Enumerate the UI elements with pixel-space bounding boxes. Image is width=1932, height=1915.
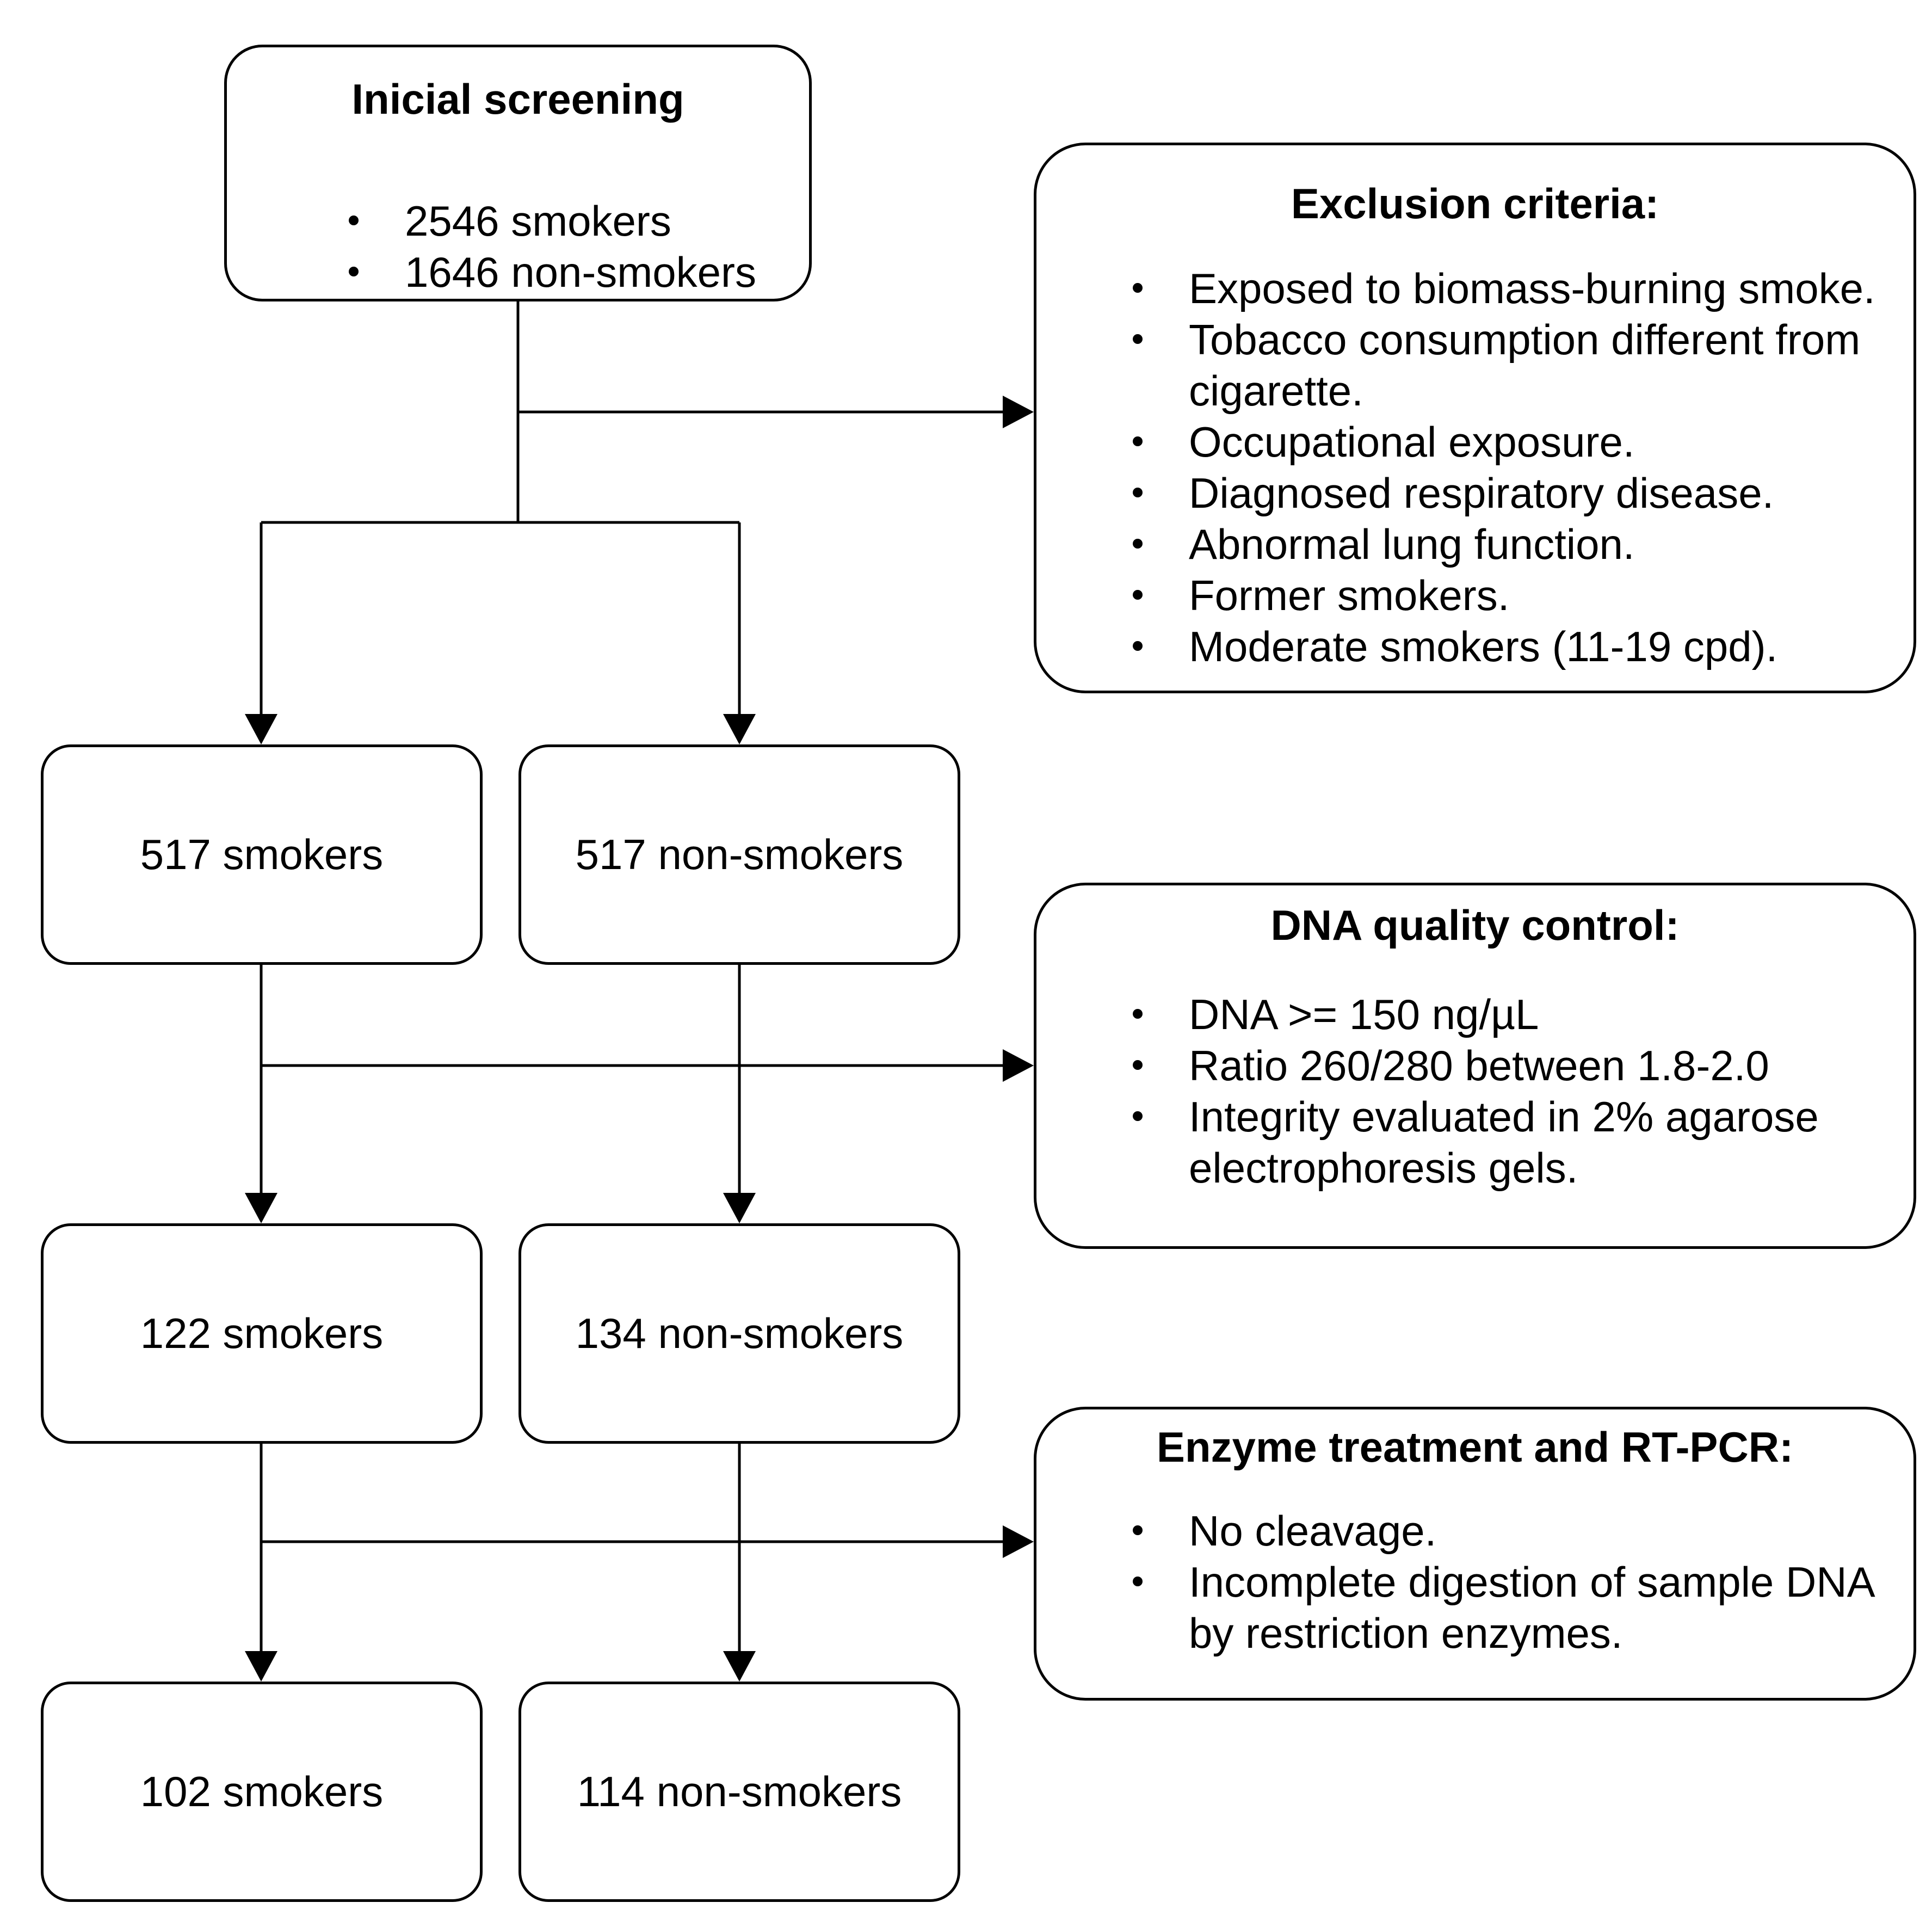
non-smokers-count-label: 134 non-smokers (575, 1309, 904, 1357)
dna-qc-item: DNA >= 150 ng/µL (1126, 989, 1899, 1040)
smokers-count-box-stage-2: 122 smokers (41, 1223, 483, 1444)
exclusion-item: Diagnosed respiratory disease. (1126, 467, 1899, 519)
dna-qc-list: DNA >= 150 ng/µL Ratio 260/280 between 1… (1126, 989, 1899, 1193)
dna-quality-control-box: DNA quality control: DNA >= 150 ng/µL Ra… (1034, 883, 1916, 1249)
smokers-count-label: 122 smokers (140, 1309, 384, 1357)
arrow-to-smokers-2 (245, 1193, 277, 1223)
dna-qc-item: Ratio 260/280 between 1.8-2.0 (1126, 1040, 1899, 1091)
exclusion-item: Tobacco consumption different from cigar… (1126, 314, 1899, 416)
arrow-to-exclusion (1003, 396, 1034, 428)
screening-item-smokers: 2546 smokers (342, 195, 756, 247)
arrow-to-smokers-1 (245, 714, 277, 744)
exclusion-title: Exclusion criteria: (1291, 180, 1659, 227)
non-smokers-count-label: 114 non-smokers (577, 1768, 902, 1815)
non-smokers-count-box-stage-2: 134 non-smokers (519, 1223, 960, 1444)
smokers-count-label: 102 smokers (140, 1768, 384, 1815)
dna-qc-title: DNA quality control: (1270, 901, 1680, 949)
exclusion-item: Exposed to biomass-burning smoke. (1126, 263, 1899, 314)
dna-qc-item: Integrity evaluated in 2% agarose electr… (1126, 1091, 1899, 1193)
exclusion-item: Occupational exposure. (1126, 416, 1899, 467)
arrow-to-nonsmokers-1 (723, 714, 756, 744)
exclusion-list: Exposed to biomass-burning smoke. Tobacc… (1126, 263, 1899, 672)
enzyme-treatment-box: Enzyme treatment and RT-PCR: No cleavage… (1034, 1407, 1916, 1701)
exclusion-item: Abnormal lung function. (1126, 519, 1899, 570)
exclusion-item: Moderate smokers (11-19 cpd). (1126, 621, 1899, 672)
screening-list: 2546 smokers 1646 non-smokers (342, 195, 756, 298)
screening-box: Inicial screening 2546 smokers 1646 non-… (224, 45, 812, 301)
non-smokers-count-box-stage-3: 114 non-smokers (519, 1682, 960, 1902)
arrow-to-dna-qc (1003, 1049, 1034, 1082)
screening-item-non-smokers: 1646 non-smokers (342, 247, 756, 298)
enzyme-item: Incomplete digestion of sample DNA by re… (1126, 1556, 1899, 1659)
enzyme-list: No cleavage. Incomplete digestion of sam… (1126, 1505, 1899, 1659)
arrow-to-nonsmokers-3 (723, 1651, 756, 1682)
smokers-count-box-stage-1: 517 smokers (41, 744, 483, 965)
exclusion-criteria-box: Exclusion criteria: Exposed to biomass-b… (1034, 143, 1916, 693)
smokers-count-label: 517 smokers (140, 830, 384, 878)
enzyme-item: No cleavage. (1126, 1505, 1899, 1556)
screening-title: Inicial screening (351, 75, 684, 123)
smokers-count-box-stage-3: 102 smokers (41, 1682, 483, 1902)
exclusion-item: Former smokers. (1126, 570, 1899, 621)
non-smokers-count-box-stage-1: 517 non-smokers (519, 744, 960, 965)
arrow-to-smokers-3 (245, 1651, 277, 1682)
non-smokers-count-label: 517 non-smokers (575, 830, 904, 878)
arrow-to-enzyme (1003, 1525, 1034, 1558)
arrow-to-nonsmokers-2 (723, 1193, 756, 1223)
enzyme-title: Enzyme treatment and RT-PCR: (1156, 1423, 1794, 1471)
